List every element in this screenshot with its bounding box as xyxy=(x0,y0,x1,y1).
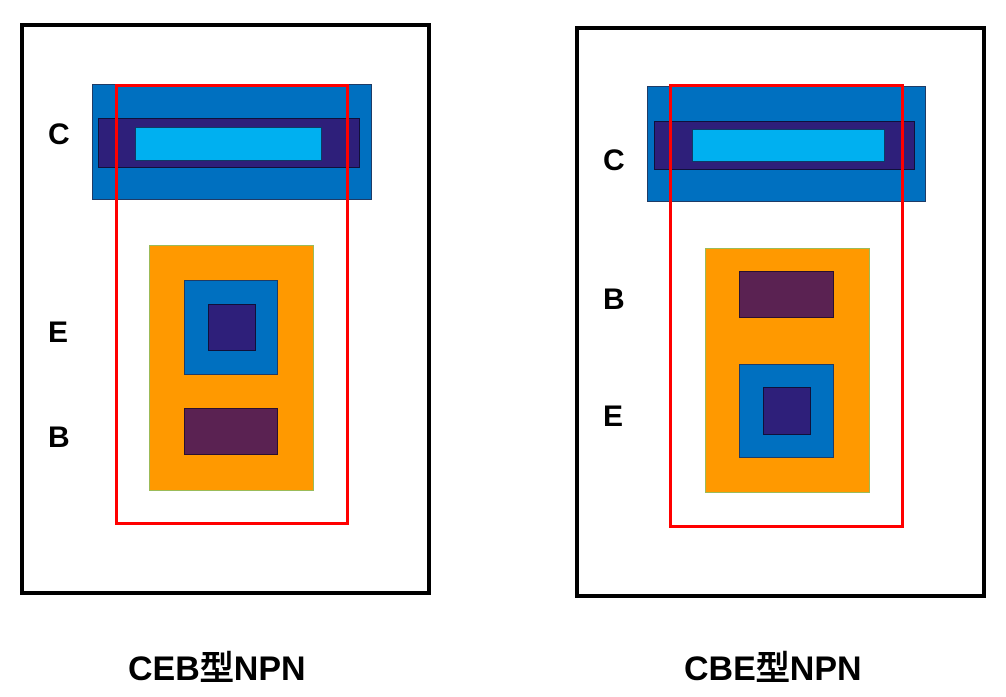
ceb-base-contact xyxy=(184,408,278,455)
cbe-label-e: E xyxy=(603,400,624,433)
cbe-label-b: B xyxy=(603,283,625,316)
ceb-label-c: C xyxy=(48,118,70,151)
ceb-title: CEB型NPN xyxy=(128,650,306,688)
cbe-base-contact xyxy=(739,271,834,318)
cbe-emitter-core xyxy=(763,387,811,435)
ceb-emitter-core xyxy=(208,304,256,351)
cbe-outline-box xyxy=(669,84,904,528)
ceb-collector-core xyxy=(135,127,322,161)
ceb-label-b: B xyxy=(48,421,70,454)
cbe-label-c: C xyxy=(603,144,625,177)
cbe-collector-core xyxy=(692,129,885,162)
ceb-label-e: E xyxy=(48,316,69,349)
cbe-emitter-outer xyxy=(739,364,834,458)
cbe-title: CBE型NPN xyxy=(684,650,862,688)
ceb-outline-box xyxy=(115,84,349,525)
